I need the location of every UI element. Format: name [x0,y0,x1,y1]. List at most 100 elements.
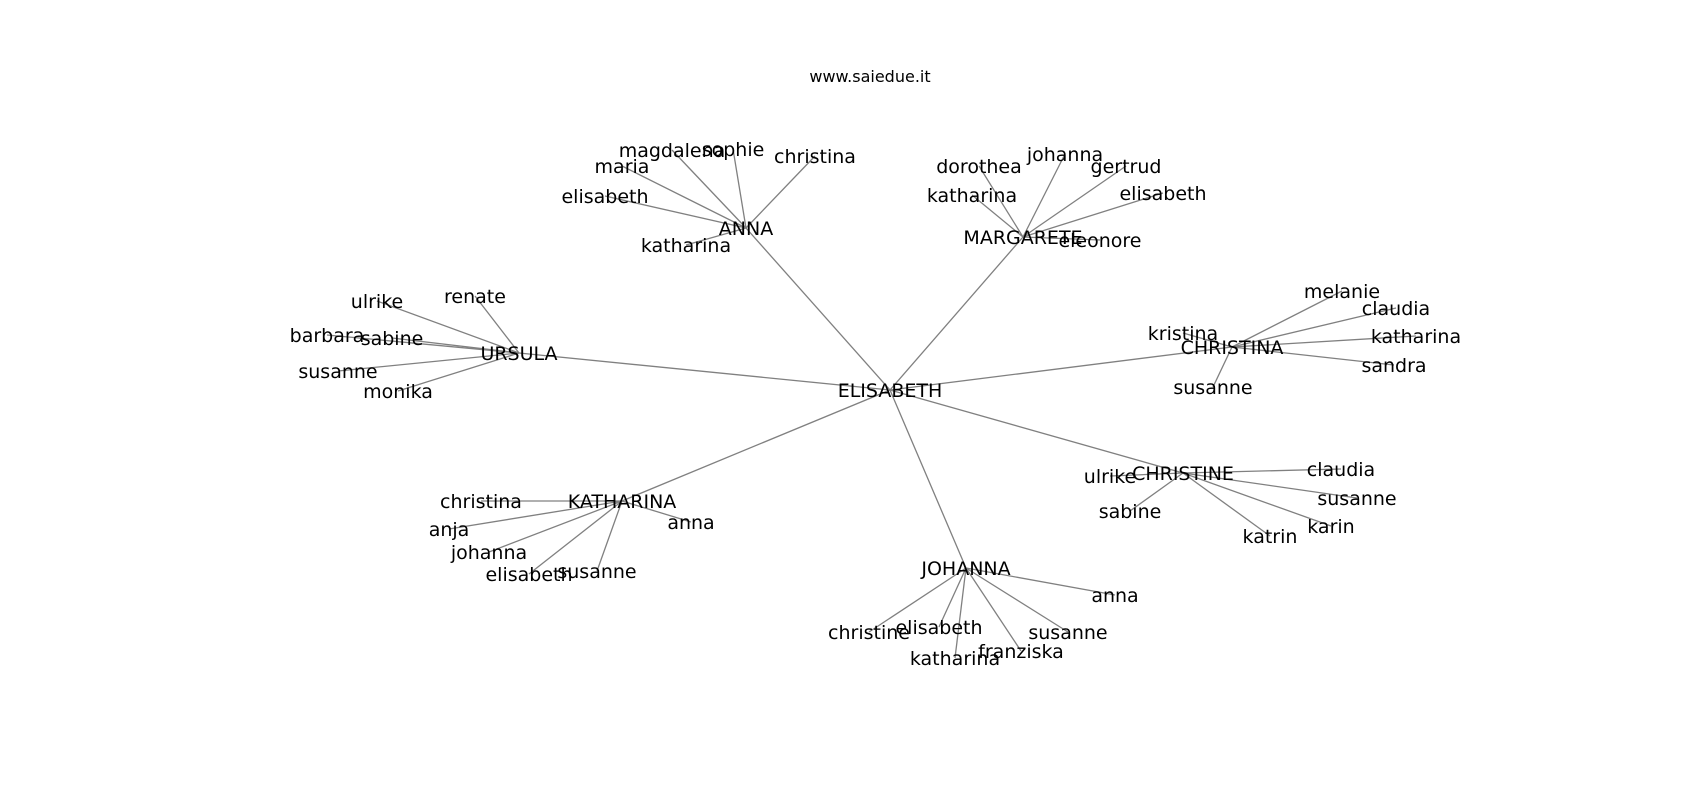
edge-center-to-christina [889,346,1233,391]
edge-center-to-katharina [621,389,891,502]
edge-anna-to-elisabeth [604,195,747,229]
leaf-node-label: johanna [1026,144,1103,166]
edge-christine-to-karin [1182,472,1332,527]
edge-christina-to-claudia [1231,307,1397,348]
leaf-node-label: katharina [910,648,1000,670]
leaf-node-label: magdalena [619,140,726,162]
leaf-node-label: susanne [557,561,636,583]
edge-johanna-to-katharina [954,567,967,659]
leaf-node-label: katrin [1243,526,1298,548]
edge-johanna-to-elisabeth [938,567,967,628]
leaf-node-label: christina [440,491,522,513]
leaf-node-label: susanne [1173,377,1252,399]
group-node-label: JOHANNA [920,558,1010,580]
leaf-node-label: maria [595,156,650,178]
edge-ursula-to-monika [397,352,520,392]
edge-center-to-johanna [889,389,967,569]
edge-christina-to-melanie [1231,290,1343,348]
edge-johanna-to-susanne [965,567,1069,633]
leaf-node-label: susanne [1317,488,1396,510]
edge-center-to-margarete [889,236,1024,391]
edge-margarete-to-gertrud [1022,165,1127,238]
edge-johanna-to-anna [965,567,1116,596]
leaf-node-label: katharina [1371,326,1461,348]
edge-margarete-to-dorothea [978,165,1024,238]
edge-christine-to-ulrike [1109,472,1184,477]
edge-margarete-to-johanna [1022,153,1066,238]
leaf-node-label: susanne [1028,622,1107,644]
leaf-node-label: kristina [1148,323,1218,345]
leaf-node-label: elisabeth [561,186,648,208]
leaf-node-label: barbara [290,325,365,347]
group-node-label: KATHARINA [568,491,677,513]
edge-katharina-to-anna [621,500,692,523]
leaf-node-label: elisabeth [485,564,572,586]
edge-christina-to-katharina [1231,335,1417,348]
group-node-label: CHRISTINE [1132,463,1234,485]
edge-ursula-to-ulrike [376,300,520,354]
edge-anna-to-katharina [685,227,747,246]
leaf-node-label: katharina [927,185,1017,207]
edge-ursula-to-barbara [326,334,520,354]
leaf-node-label: ulrike [351,291,403,313]
edge-center-to-anna [745,227,891,391]
edge-christine-to-claudia [1182,468,1342,474]
leaf-node-label: monika [363,381,433,403]
leaf-node-label: renate [444,286,506,308]
edge-johanna-to-franziska [965,567,1022,652]
leaf-node-label: anja [429,519,470,541]
leaf-node-label: gertrud [1091,156,1162,178]
edge-christina-to-kristina [1182,332,1233,348]
edge-center-to-christine [889,389,1184,474]
edge-christine-to-sabine [1129,472,1184,512]
leaf-node-label: sabine [1099,501,1162,523]
leaf-node-label: elisabeth [1119,183,1206,205]
group-node-label: ANNA [719,218,773,240]
leaf-node-label: elisabeth [895,617,982,639]
edge-center-to-ursula [518,352,891,391]
edge-christine-to-katrin [1182,472,1271,537]
edge-christine-to-susanne [1182,472,1358,499]
center-node-label: ELISABETH [838,380,943,402]
edge-margarete-to-katharina [971,194,1024,238]
leaf-node-label: claudia [1362,298,1430,320]
leaf-node-label: melanie [1304,281,1380,303]
edge-christina-to-sandra [1231,346,1395,366]
group-node-label: CHRISTINA [1181,337,1284,359]
edge-katharina-to-johanna [488,500,623,553]
leaf-node-label: johanna [450,542,527,564]
edge-anna-to-magdalena [671,149,747,229]
edge-katharina-to-elisabeth [528,500,623,575]
leaf-node-label: anna [1091,585,1138,607]
leaf-node-label: claudia [1307,459,1375,481]
leaf-node-label: christina [774,146,856,168]
edges-layer [326,148,1417,659]
edge-margarete-to-elisabeth [1022,192,1164,238]
leaf-node-label: anna [667,512,714,534]
leaf-node-label: sandra [1361,355,1426,377]
leaf-node-label: katharina [641,235,731,257]
leaf-node-label: ulrike [1084,466,1136,488]
leaf-node-label: christine [828,622,910,644]
leaf-node-label: sophie [702,139,765,161]
leaf-node-label: dorothea [936,156,1022,178]
edge-katharina-to-anja [448,500,623,530]
group-node-label: URSULA [480,343,557,365]
edge-johanna-to-christine [868,567,967,633]
leaf-node-label: sabine [361,328,424,350]
site-watermark: www.saiedue.it [809,67,930,86]
leaf-node-label: susanne [298,361,377,383]
edge-ursula-to-renate [474,295,520,354]
edge-anna-to-sophie [732,148,747,229]
edge-ursula-to-sabine [391,337,520,354]
edge-anna-to-christina [745,155,816,229]
edge-katharina-to-susanne [596,500,623,572]
edge-anna-to-maria [621,165,747,229]
edge-christina-to-susanne [1212,346,1233,388]
leaf-node-label: karin [1307,516,1354,538]
leaf-node-label: franziska [978,641,1064,663]
leaf-node-label: eleonore [1058,230,1141,252]
group-node-label: MARGARETE [963,227,1082,249]
